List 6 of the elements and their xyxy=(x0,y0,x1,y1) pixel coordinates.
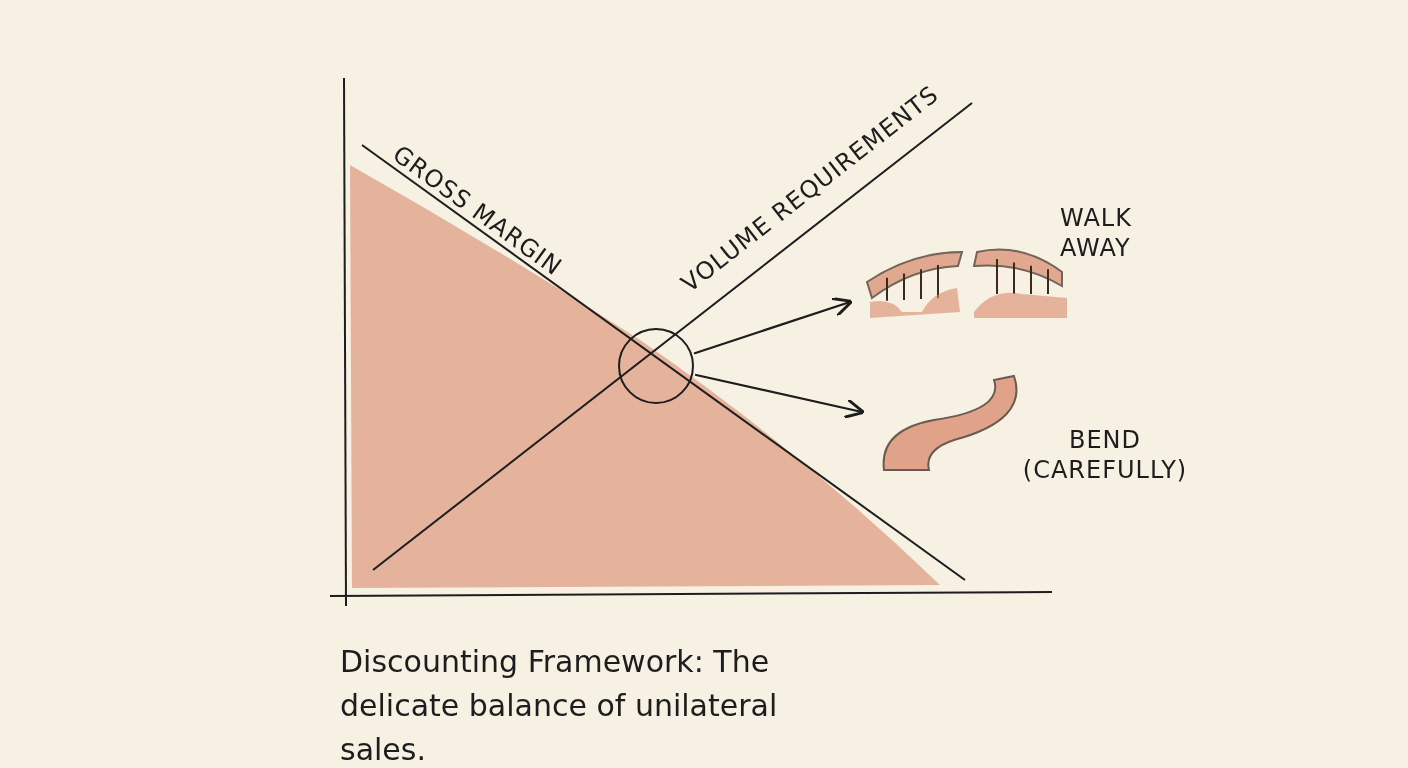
arrow xyxy=(694,373,866,419)
arrow xyxy=(693,297,854,355)
caption: Discounting Framework: The delicate balance of unilateral sales. xyxy=(340,643,779,768)
option-label: BEND (CAREFULLY) xyxy=(1021,425,1189,485)
option-label: WALK AWAY xyxy=(1060,203,1133,263)
intersection-circle xyxy=(617,327,695,405)
